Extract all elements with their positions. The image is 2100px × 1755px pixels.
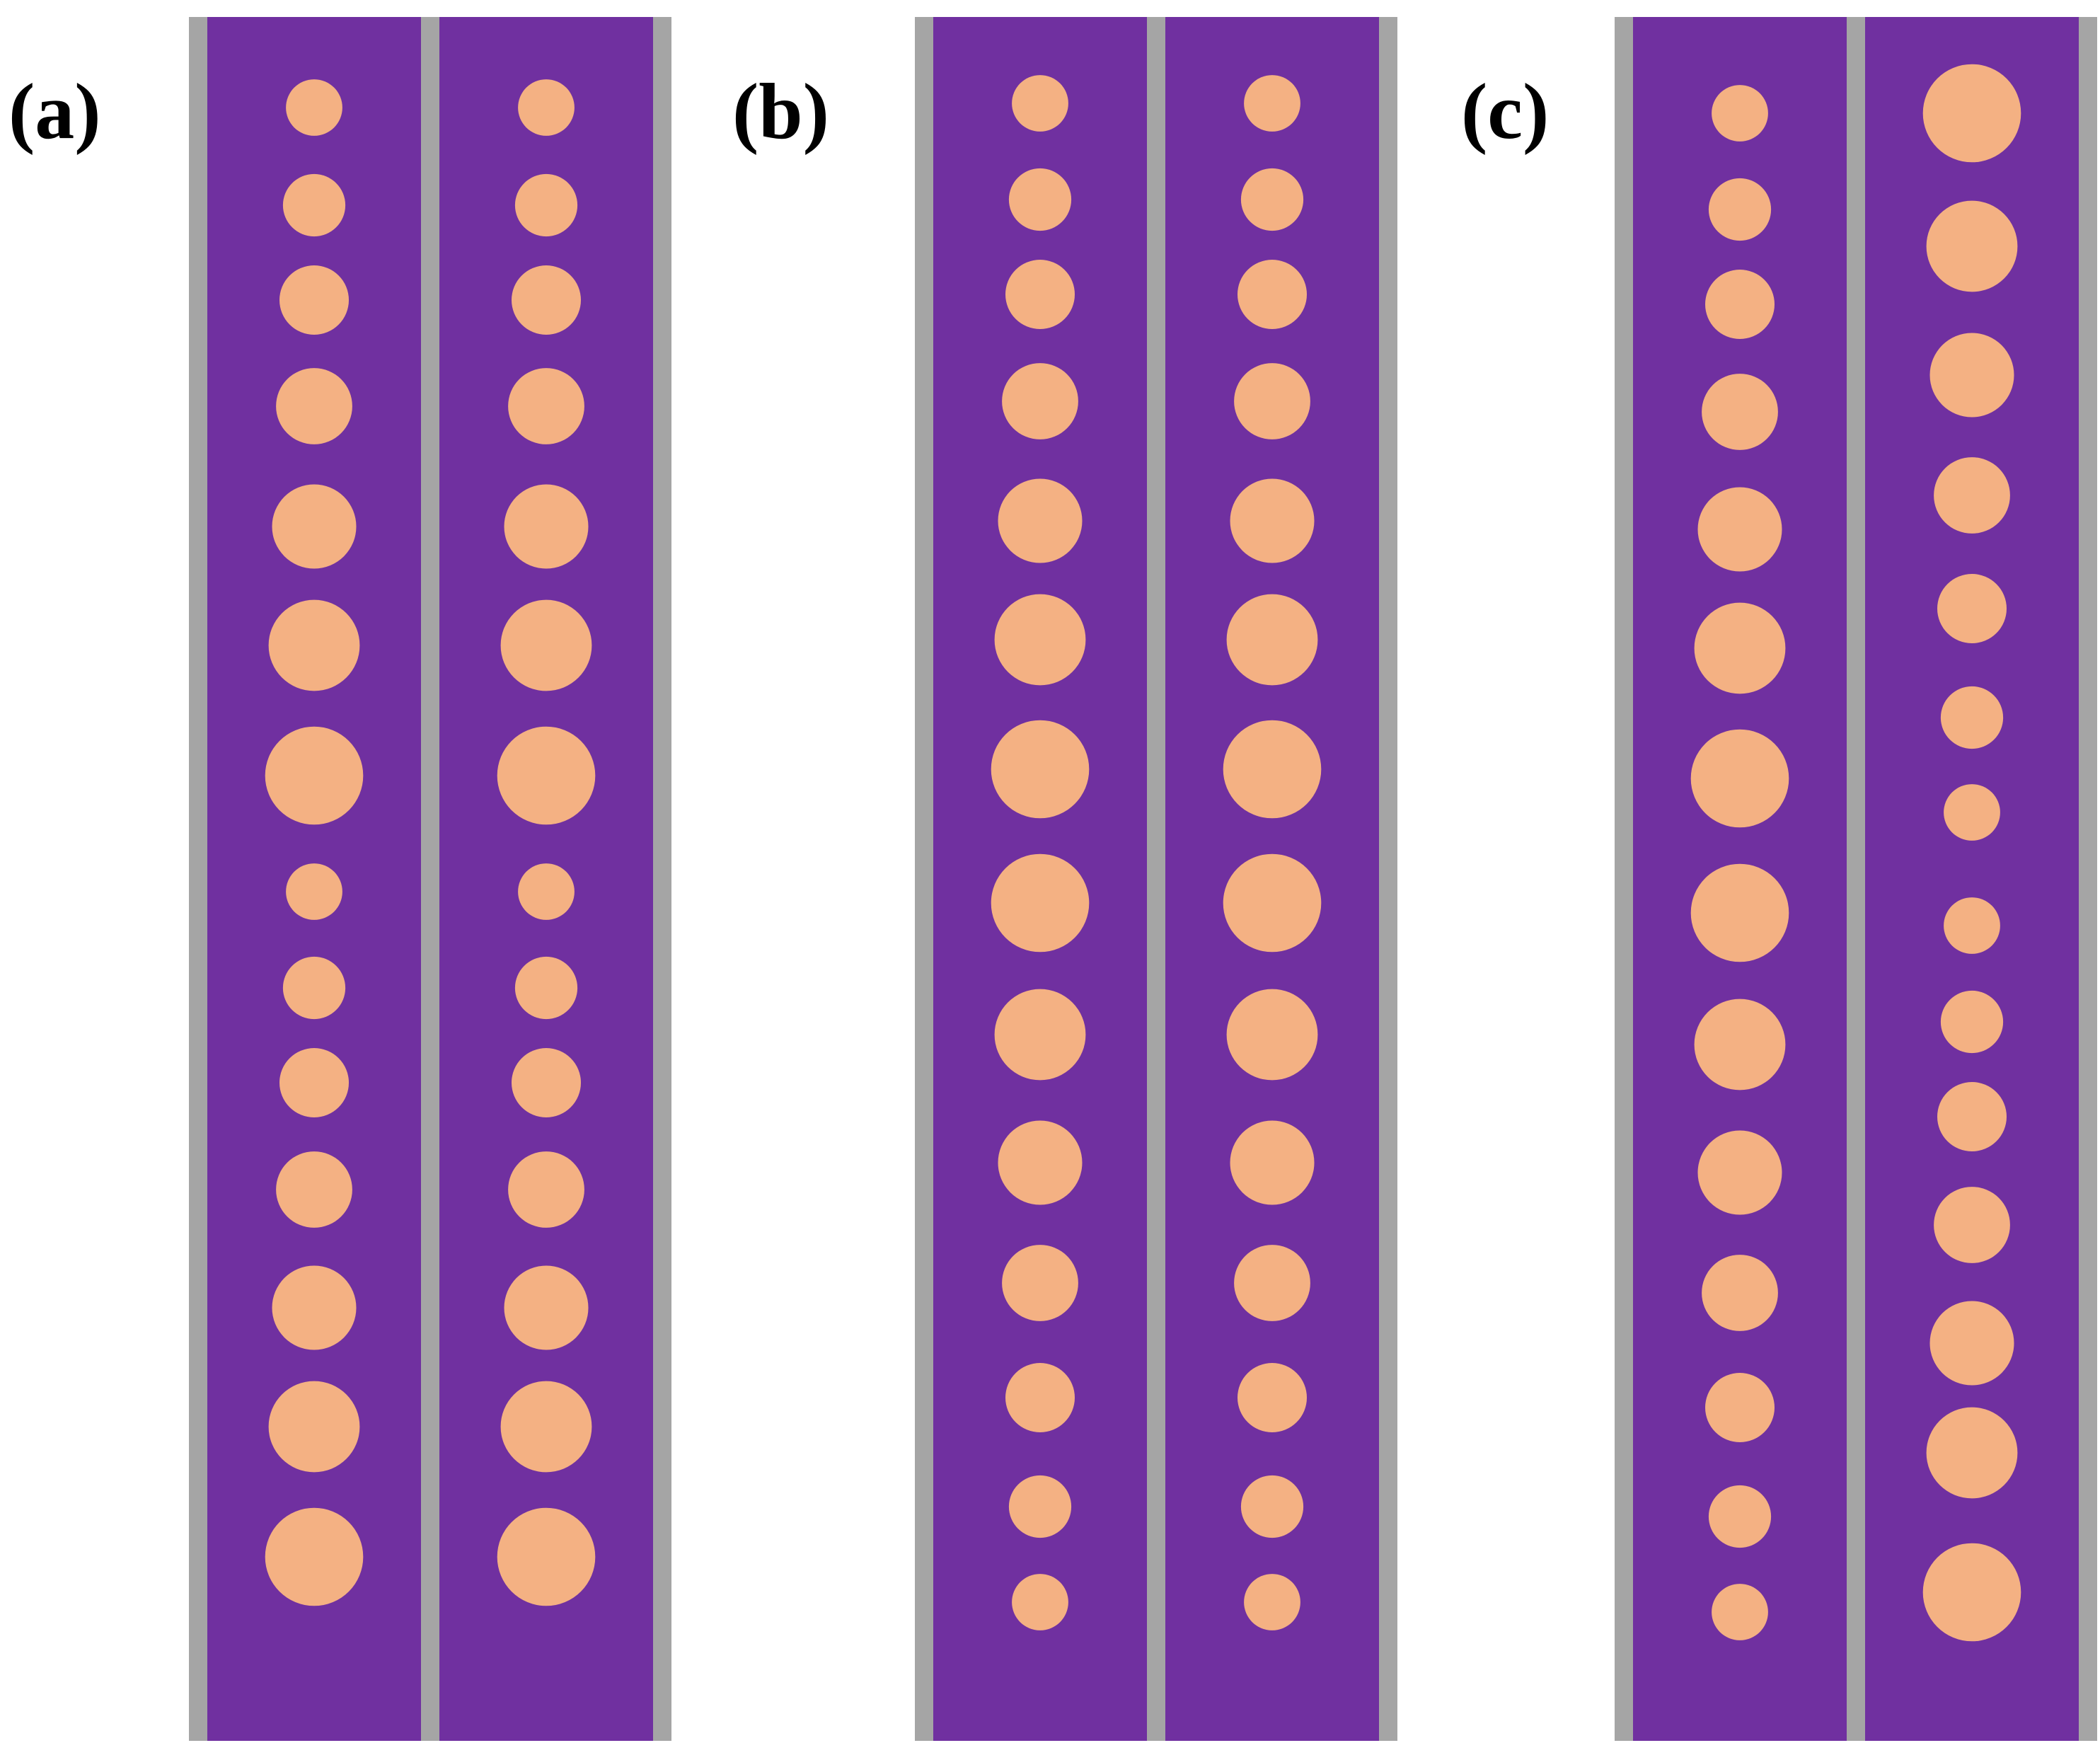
panel-b: (b) — [732, 17, 1397, 1741]
hole — [998, 1120, 1083, 1205]
hole — [1240, 1475, 1304, 1538]
hole — [497, 1507, 596, 1606]
hole — [512, 265, 581, 335]
hole — [1926, 1407, 2018, 1499]
hole — [1002, 1245, 1078, 1321]
channel-column-1 — [207, 17, 421, 1741]
hole — [504, 1265, 589, 1350]
hole — [1223, 720, 1322, 819]
hole — [1705, 270, 1775, 339]
hole — [500, 599, 592, 691]
hole — [1705, 1373, 1775, 1442]
hole — [1240, 168, 1304, 231]
hole — [1712, 85, 1768, 142]
hole — [1937, 574, 2007, 643]
hole — [518, 79, 575, 136]
channel-column-1 — [1633, 17, 1847, 1741]
hole — [1697, 487, 1782, 572]
panel-label: (a) — [8, 68, 101, 156]
hole — [1922, 64, 2021, 163]
hole — [1012, 1574, 1068, 1630]
hole — [514, 956, 578, 1020]
hole — [1226, 594, 1318, 686]
hole — [286, 79, 342, 136]
hole — [1926, 200, 2018, 292]
panel-c: (c) — [1461, 17, 2097, 1741]
hole — [1697, 1130, 1782, 1215]
hole — [272, 1265, 357, 1350]
hole — [1929, 333, 2014, 418]
hole — [1702, 1255, 1778, 1331]
channel-column-2 — [439, 17, 653, 1741]
hole — [991, 853, 1090, 953]
hole — [518, 863, 575, 920]
hole — [1940, 686, 2004, 749]
hole — [276, 368, 352, 444]
hole — [1690, 729, 1789, 828]
panel-a: (a) — [8, 17, 671, 1741]
hole — [279, 1048, 349, 1117]
hole — [994, 989, 1086, 1081]
hole — [504, 484, 589, 569]
hole — [1005, 1363, 1075, 1432]
hole — [497, 726, 596, 825]
hole — [1234, 363, 1310, 439]
hole — [1694, 999, 1786, 1091]
panel-label: (b) — [732, 68, 829, 156]
hole — [1708, 178, 1772, 241]
hole — [1238, 260, 1307, 329]
hole — [1937, 1082, 2007, 1151]
hole — [1008, 1475, 1072, 1538]
hole — [1929, 1301, 2014, 1386]
channel-column-2 — [1165, 17, 1379, 1741]
hole — [500, 1381, 592, 1473]
hole — [1002, 363, 1078, 439]
panel-label: (c) — [1461, 68, 1549, 156]
hole — [1226, 989, 1318, 1081]
hole — [508, 368, 584, 444]
hole — [1944, 897, 2000, 954]
hole — [514, 173, 578, 237]
hole — [282, 956, 346, 1020]
hole — [265, 1507, 364, 1606]
hole — [1223, 853, 1322, 953]
hole — [512, 1048, 581, 1117]
hole — [1944, 784, 2000, 841]
hole — [268, 599, 360, 691]
hole — [1934, 1187, 2010, 1263]
hole — [1708, 1485, 1772, 1548]
hole — [508, 1151, 584, 1228]
channel-column-1 — [933, 17, 1147, 1741]
hole — [1230, 1120, 1315, 1205]
hole — [268, 1381, 360, 1473]
hole — [994, 594, 1086, 686]
hole — [276, 1151, 352, 1228]
channel-column-2 — [1865, 17, 2079, 1741]
hole — [1238, 1363, 1307, 1432]
hole — [1244, 75, 1300, 132]
hole — [1694, 602, 1786, 694]
hole — [279, 265, 349, 335]
hole — [1922, 1543, 2021, 1642]
hole — [1012, 75, 1068, 132]
hole — [1005, 260, 1075, 329]
hole — [272, 484, 357, 569]
hole — [998, 478, 1083, 563]
hole — [265, 726, 364, 825]
hole — [1690, 863, 1789, 962]
hole — [1712, 1584, 1768, 1640]
hole — [1008, 168, 1072, 231]
hole — [1940, 990, 2004, 1054]
hole — [282, 173, 346, 237]
hole — [1702, 374, 1778, 450]
hole — [991, 720, 1090, 819]
hole — [1230, 478, 1315, 563]
hole — [1234, 1245, 1310, 1321]
hole — [286, 863, 342, 920]
hole — [1244, 1574, 1300, 1630]
panels: (a) (b) (c) — [8, 17, 2097, 1741]
hole — [1934, 457, 2010, 534]
